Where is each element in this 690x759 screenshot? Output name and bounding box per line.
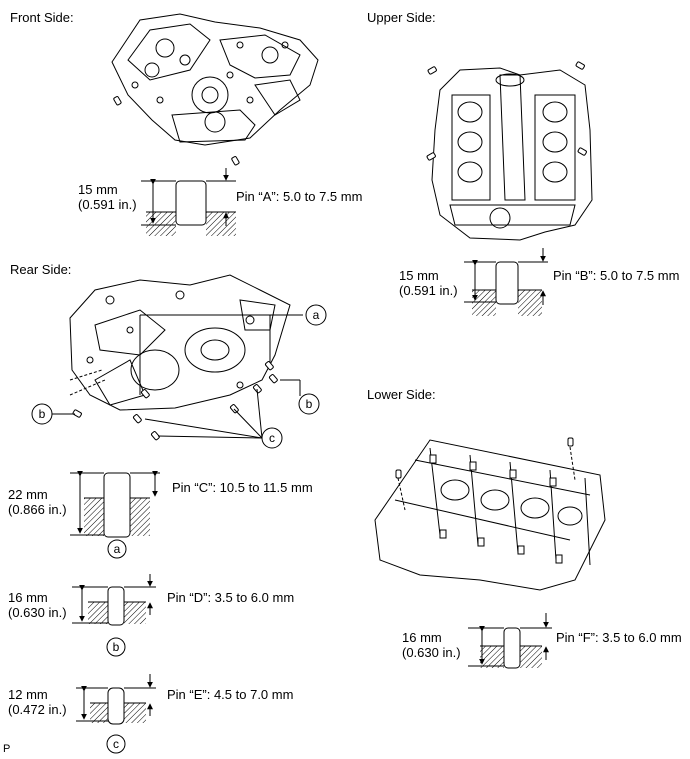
rear-dowel-markers: [72, 361, 278, 441]
callout-b-left-marker: [31, 403, 53, 425]
rear-callout-leaders: [52, 314, 303, 439]
pin-f-depth-mm: 16 mm: [402, 630, 442, 645]
callout-b-right-label: b: [306, 397, 313, 411]
lower-side-title: Lower Side:: [367, 387, 436, 402]
front-engine-illustration: [111, 13, 319, 146]
pin-e-callout: c: [113, 737, 119, 751]
pin-c-spec: Pin “C”: 10.5 to 11.5 mm: [172, 480, 313, 495]
pin-c-depth: 22 mm (0.866 in.): [8, 487, 67, 517]
pin-d-detail: [72, 574, 156, 657]
pin-e-depth-in: (0.472 in.): [8, 702, 67, 717]
pin-f-detail: [468, 613, 552, 669]
pin-f-depth: 16 mm (0.630 in.): [402, 630, 461, 660]
figure-code: P: [3, 743, 11, 755]
rear-callout-circles: [31, 304, 327, 449]
pin-b-detail: [464, 248, 548, 316]
pin-f-depth-in: (0.630 in.): [402, 645, 461, 660]
lower-dowel-markers: [395, 437, 574, 479]
callout-c-marker: [261, 427, 283, 449]
pin-e-depth: 12 mm (0.472 in.): [8, 687, 67, 717]
pin-a-detail: [141, 168, 236, 236]
pin-b-depth: 15 mm (0.591 in.): [399, 268, 458, 298]
callout-b-right-marker: [298, 393, 320, 415]
pin-c-detail: [70, 470, 160, 559]
pin-d-depth-in: (0.630 in.): [8, 605, 67, 620]
front-side-title: Front Side:: [10, 10, 74, 25]
pin-e-depth-mm: 12 mm: [8, 687, 48, 702]
upper-engine-illustration: [431, 67, 593, 241]
pin-f-spec: Pin “F”: 3.5 to 6.0 mm: [556, 630, 682, 645]
callout-c-label: c: [269, 431, 275, 445]
pin-c-depth-mm: 22 mm: [8, 487, 48, 502]
rear-side-title: Rear Side:: [10, 262, 72, 277]
pin-a-depth-mm: 15 mm: [78, 182, 118, 197]
pin-d-depth: 16 mm (0.630 in.): [8, 590, 67, 620]
pin-e-detail: [76, 674, 156, 754]
pin-e-spec: Pin “E”: 4.5 to 7.0 mm: [167, 687, 294, 702]
callout-b-left-label: b: [39, 407, 46, 421]
pin-a-depth-in: (0.591 in.): [78, 197, 137, 212]
pin-a-depth: 15 mm (0.591 in.): [78, 182, 137, 212]
pin-a-spec: Pin “A”: 5.0 to 7.5 mm: [236, 189, 363, 204]
upper-dowel-markers: [426, 61, 587, 161]
pin-b-depth-mm: 15 mm: [399, 268, 439, 283]
front-dowel-markers: [113, 96, 240, 166]
pin-c-callout: a: [114, 542, 121, 556]
lower-engine-illustration: [374, 439, 606, 591]
pin-d-depth-mm: 16 mm: [8, 590, 48, 605]
pin-d-callout: b: [113, 640, 120, 654]
callout-a-marker: [305, 304, 327, 326]
pin-d-spec: Pin “D”: 3.5 to 6.0 mm: [167, 590, 295, 605]
upper-side-title: Upper Side:: [367, 10, 436, 25]
callout-a-label: a: [313, 308, 320, 322]
pin-b-spec: Pin “B”: 5.0 to 7.5 mm: [553, 268, 680, 283]
pin-c-depth-in: (0.866 in.): [8, 502, 67, 517]
pin-b-depth-in: (0.591 in.): [399, 283, 458, 298]
